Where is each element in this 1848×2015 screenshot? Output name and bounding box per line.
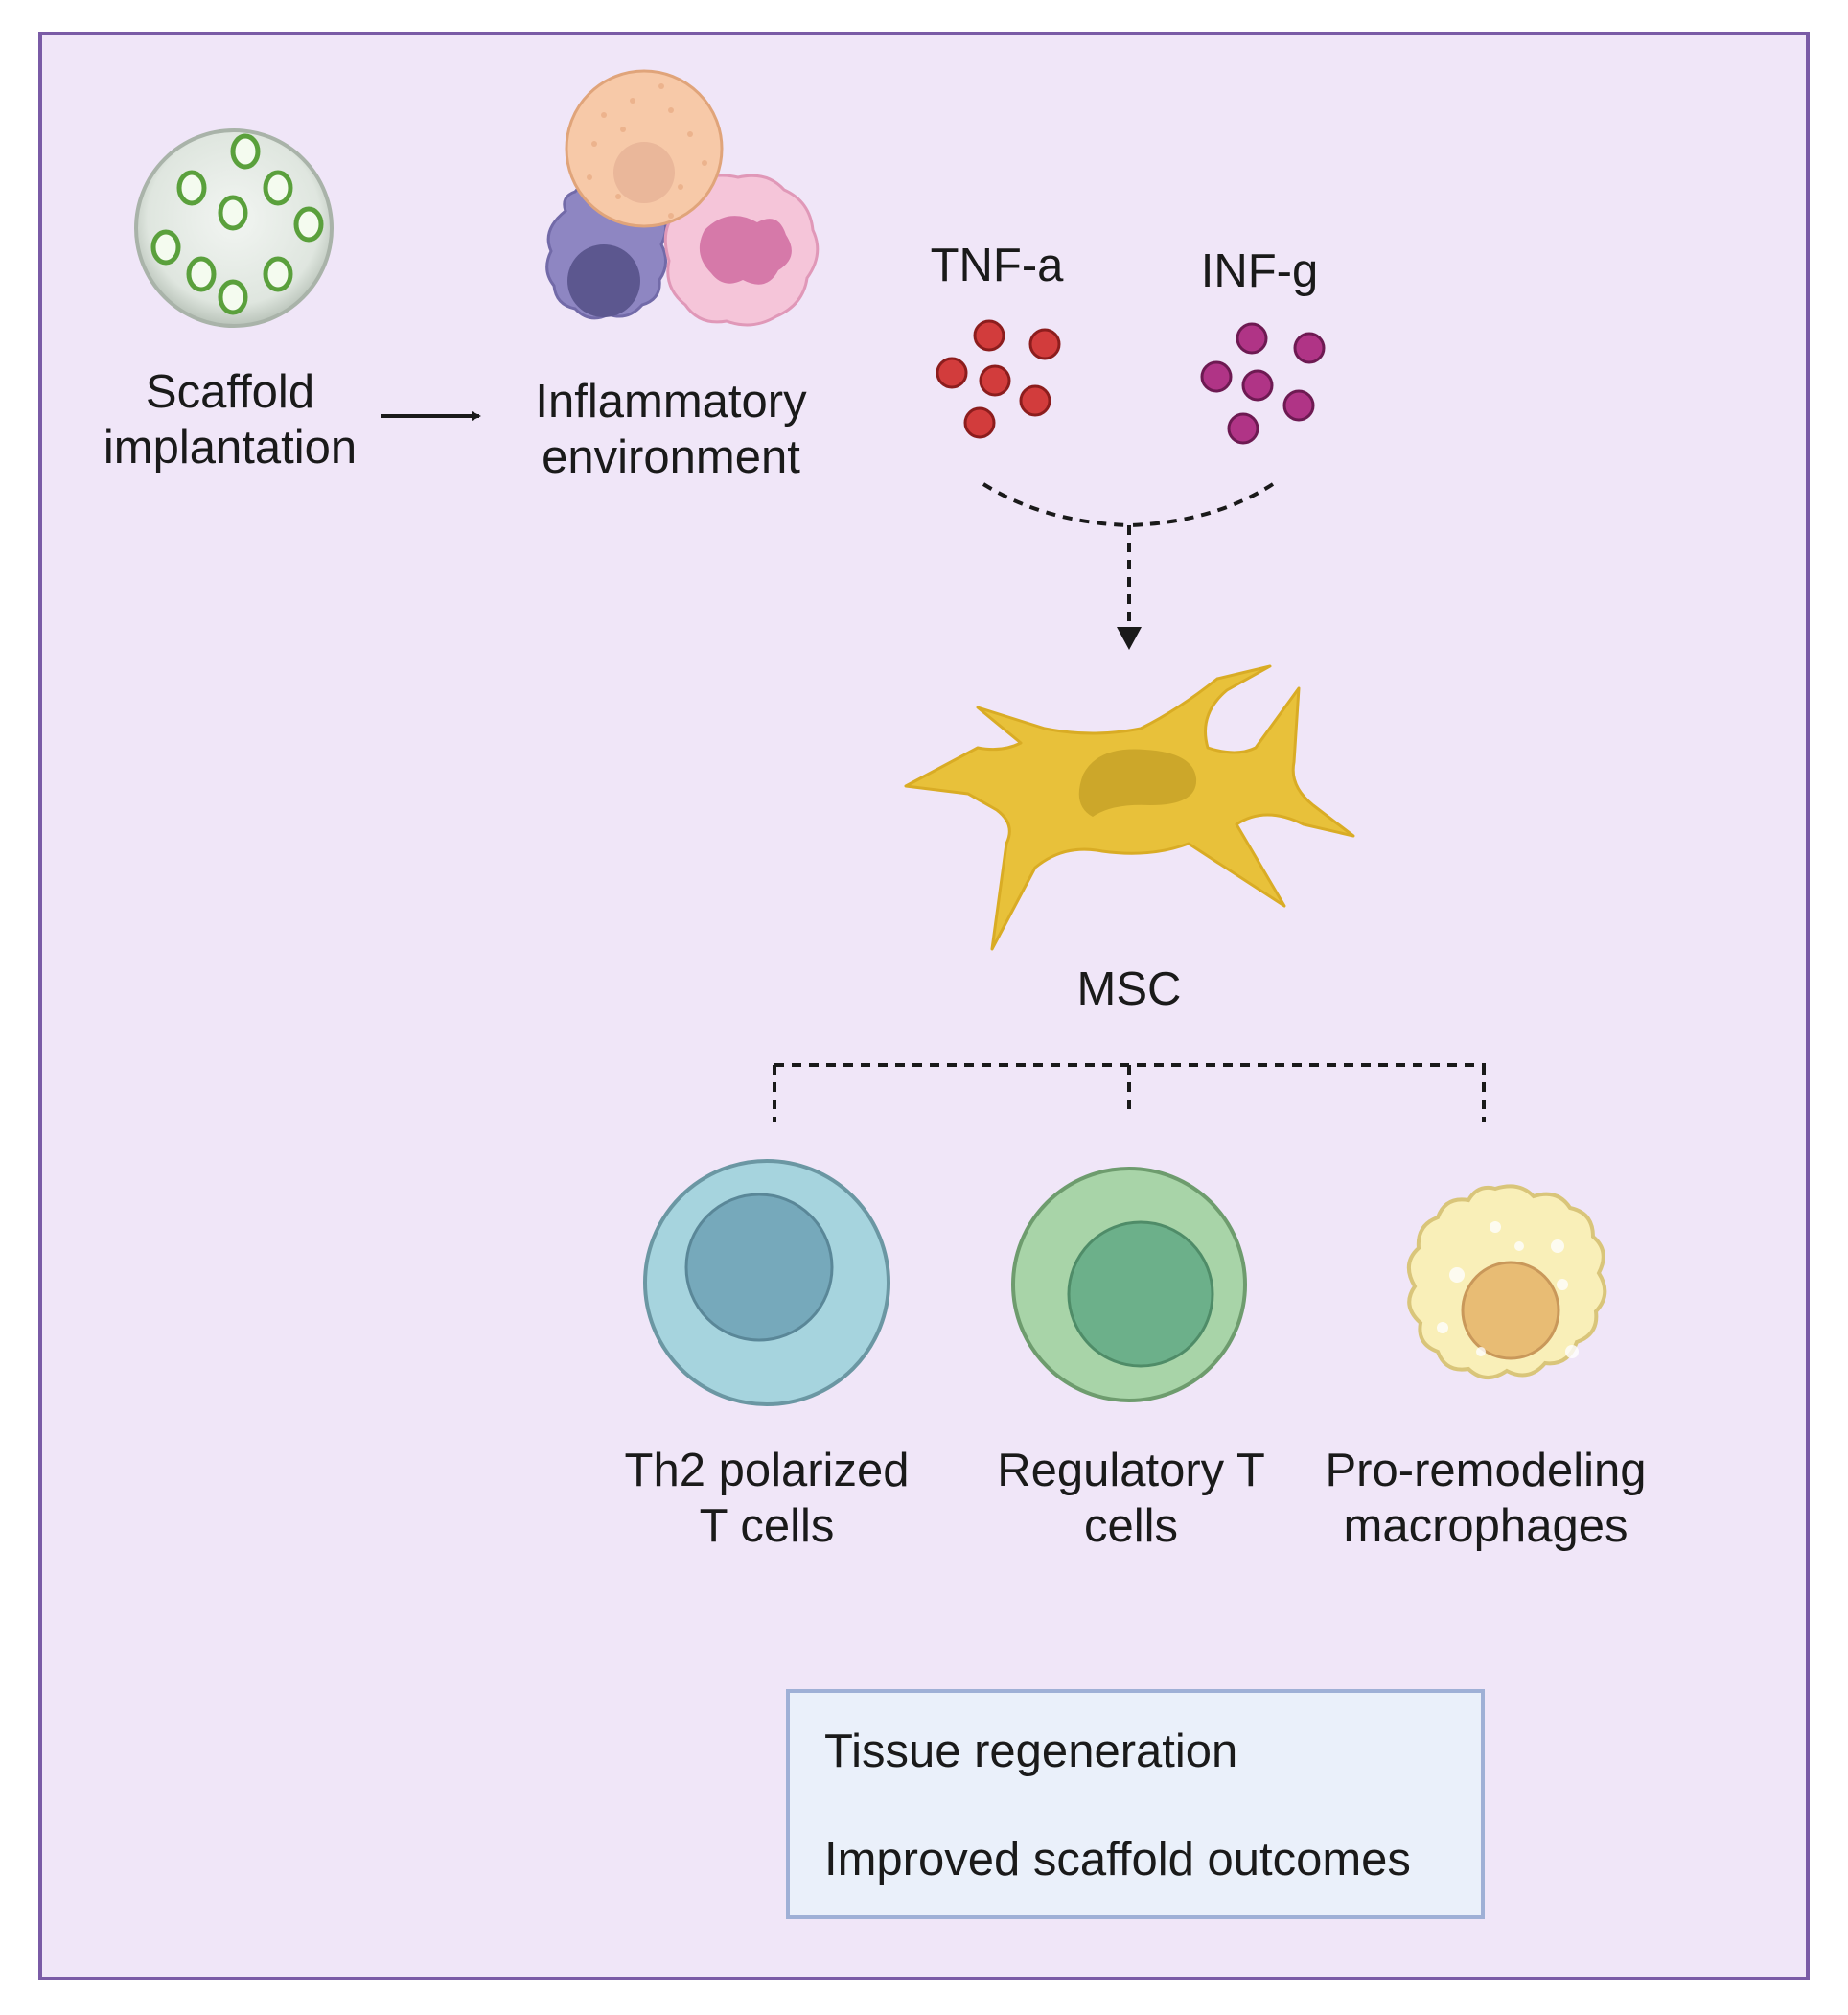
inf-g-label: INF-g [1200,245,1319,297]
outcome-improved-scaffold: Improved scaffold outcomes [824,1834,1411,1886]
scaffold-implantation-label: Scaffold implantation [103,366,358,474]
th2-t-cells-label: Th2 polarized T cells [624,1445,910,1552]
inflammatory-environment-label: Inflammatory environment [535,376,807,483]
inflammatory-cells-icon [545,69,820,327]
tnf-a-label: TNF-a [930,240,1064,291]
macrophage-icon [1407,1184,1607,1379]
inf-g-molecules [1200,322,1326,445]
tnf-a-molecules [936,319,1061,439]
regulatory-t-cell-icon [1011,1167,1247,1402]
dashed-arrow-to-msc [982,482,1275,623]
regulatory-t-cells-label: Regulatory T cells [997,1445,1265,1552]
dashed-bracket [773,1063,1486,1122]
pro-remodeling-macrophages-label: Pro-remodeling macrophages [1325,1445,1647,1552]
outcome-tissue-regeneration: Tissue regeneration [824,1725,1238,1777]
msc-cell-icon [904,664,1355,951]
msc-label: MSC [1076,963,1182,1015]
th2-t-cell-icon [643,1159,890,1406]
outcomes-box: Tissue regeneration Improved scaffold ou… [786,1689,1485,1919]
diagram-panel [38,32,1810,1980]
dashed-arrow-head [1117,627,1142,650]
scaffold-icon [134,128,334,328]
